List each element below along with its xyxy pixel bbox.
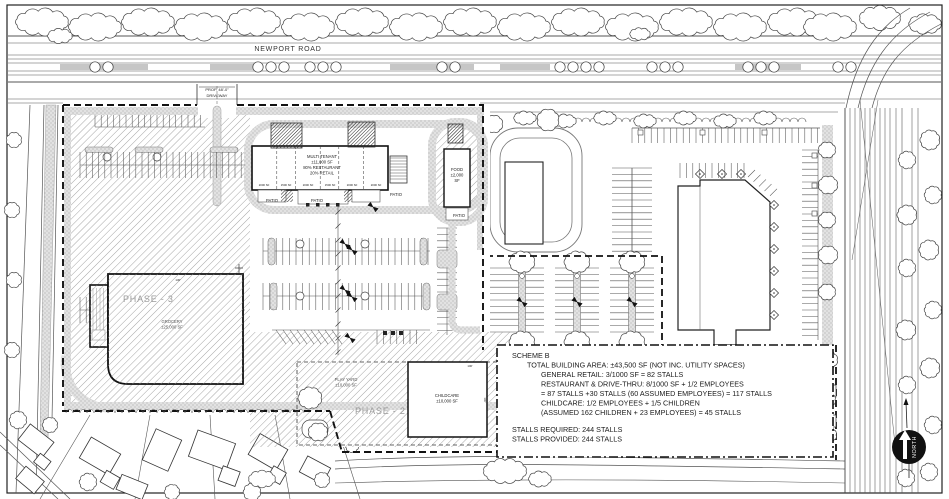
food-area: ±2,000	[451, 173, 464, 178]
childcare-area: ±10,000 SF	[436, 399, 458, 404]
childcare-name: CHILDCARE	[435, 393, 459, 398]
play-yard-area: ±10,000 SF	[335, 383, 357, 388]
north-arrow: NORTH	[892, 398, 926, 478]
unit-label-4: 1500 SF	[325, 183, 336, 187]
unit-label-5: 2000 SF	[347, 183, 358, 187]
development-site	[60, 104, 510, 453]
patio-label-4: PATIO	[453, 213, 466, 218]
right-street	[844, 7, 942, 493]
scheme-line-1: TOTAL BUILDING AREA: ±43,500 SF (NOT INC…	[527, 361, 745, 370]
multi-tenant-pct-restaurant: 80% RESTAURANT	[303, 165, 341, 170]
residential-area	[0, 410, 361, 499]
driveway-dimension: PROP. 48'-0" DRIVEWAY	[205, 87, 229, 98]
scheme-required: STALLS REQUIRED: 244 STALLS	[512, 425, 623, 434]
grocery-name: GROCERY	[161, 319, 182, 324]
scheme-title: SCHEME B	[512, 351, 550, 360]
scheme-line-6: (ASSUMED 162 CHILDREN + 23 EMPLOYEES) = …	[541, 408, 741, 417]
newport-road	[8, 5, 942, 126]
unit-label-6: 2000 SF	[371, 183, 382, 187]
existing-shopping-center	[485, 108, 838, 445]
childcare-dim-top: 100'	[467, 364, 473, 368]
scheme-line-2: GENERAL RETAIL: 3/1000 SF = 82 STALLS	[541, 370, 683, 379]
scheme-line-5: CHILDCARE: 1/2 EMPLOYEES + 1/5 CHILDREN	[541, 399, 700, 408]
north-label: NORTH	[912, 436, 918, 458]
phase-2-labels: PLAY YARD ±10,000 SF PHASE - 2 CHILDCARE…	[335, 364, 487, 416]
grocery-building-labels: PHASE - 3 GROCERY ±25,000 SF 130'	[123, 278, 183, 330]
scheme-b-border	[496, 344, 834, 458]
childcare-dim-right: 100'	[483, 397, 487, 403]
food-sf: SF	[454, 178, 460, 183]
unit-label-3: 2000 SF	[303, 183, 314, 187]
multi-tenant-area: ±11,000 SF	[311, 160, 333, 165]
food-name: FOOD	[451, 167, 463, 172]
newport-road-label: NEWPORT ROAD	[254, 46, 321, 53]
patio-label-2: PATIO	[311, 198, 324, 203]
patio-label-1: PATIO	[266, 198, 279, 203]
multi-tenant-name: MULTI TENANT	[307, 154, 338, 159]
multi-tenant-pct-retail: 20% RETAIL	[310, 171, 335, 176]
play-yard-label: PLAY YARD	[335, 377, 358, 382]
driveway-dim-line1: PROP. 48'-0"	[205, 87, 229, 92]
scheme-line-4: = 87 STALLS +30 STALLS (60 ASSUMED EMPLO…	[541, 389, 772, 398]
food-building-labels: FOOD ±2,000 SF	[451, 167, 464, 183]
scheme-b-box: SCHEME B TOTAL BUILDING AREA: ±43,500 SF…	[496, 344, 834, 458]
phase-3-label: PHASE - 3	[123, 294, 174, 304]
scheme-line-3: RESTAURANT & DRIVE-THRU: 8/1000 SF + 1/2…	[541, 380, 744, 389]
unit-label-1: 2000 SF	[259, 183, 270, 187]
multi-tenant-building-labels: MULTI TENANT ±11,000 SF 80% RESTAURANT 2…	[259, 154, 466, 218]
grocery-area: ±25,000 SF	[161, 325, 183, 330]
patio-label-3: PATIO	[390, 192, 403, 197]
phase-2-label: PHASE - 2	[355, 406, 406, 416]
scheme-provided: STALLS PROVIDED: 244 STALLS	[512, 435, 622, 444]
grocery-dim: 130'	[175, 278, 181, 282]
driveway-dim-line2: DRIVEWAY	[207, 93, 228, 98]
unit-label-2: 1500 SF	[281, 183, 292, 187]
